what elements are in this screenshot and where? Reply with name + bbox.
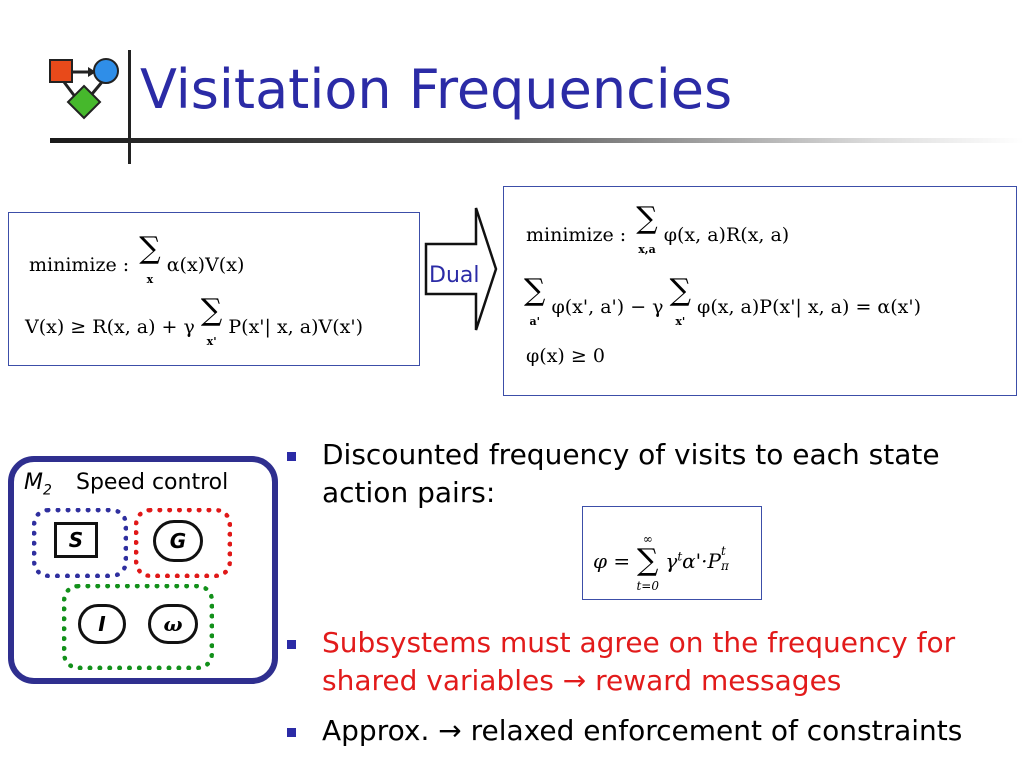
group-s-outline: [32, 508, 128, 578]
m2-label-subscript: 2: [42, 482, 52, 499]
logo-icon: [49, 58, 119, 120]
phi-p-exponent: t: [720, 544, 726, 558]
dual-constraint-part-a: φ(x', a') − γ: [551, 296, 664, 318]
dual-label: Dual: [429, 263, 480, 288]
bullet-marker: [287, 728, 296, 737]
m2-label-letter: M: [24, 470, 43, 495]
title-vertical-rule: [128, 50, 131, 164]
sum-index: x': [206, 335, 217, 348]
title-horizontal-rule: [50, 138, 1024, 143]
bullet-marker: [287, 640, 296, 649]
bullet-text-2: Subsystems must agree on the frequency f…: [322, 626, 956, 697]
group-g-outline: [134, 508, 232, 578]
primal-objective: minimize : ∑ x α(x)V(x): [29, 231, 244, 288]
page-title: Visitation Frequencies: [140, 58, 733, 121]
dual-objective-term: φ(x, a)R(x, a): [663, 224, 790, 246]
sum-index: x': [675, 315, 686, 328]
primal-constraint-left: V(x) ≥ R(x, a) + γ: [25, 316, 195, 338]
m2-title: Speed control: [76, 470, 229, 495]
phi-p-subscript: π: [720, 559, 729, 573]
node-s: S: [54, 522, 98, 558]
bullet-text-3: Approx. → relaxed enforcement of constra…: [322, 714, 963, 747]
primal-objective-word: minimize :: [29, 254, 130, 276]
primal-formula-box: minimize : ∑ x α(x)V(x) V(x) ≥ R(x, a) +…: [8, 212, 420, 366]
group-i-omega-outline: [62, 584, 214, 670]
sum-index: a': [529, 315, 540, 328]
bullet-marker: [287, 452, 296, 461]
sum-symbol: ∑: [636, 201, 658, 236]
sum-lower: t=0: [636, 579, 659, 593]
sum-symbol: ∑: [139, 231, 161, 266]
primal-objective-term: α(x)V(x): [166, 254, 245, 276]
sum-index: x: [146, 273, 154, 286]
node-omega: ω: [148, 604, 198, 644]
dual-arrow-icon: [424, 207, 498, 331]
m2-label: M2: [24, 470, 52, 498]
dual-constraint: ∑ a' φ(x', a') − γ ∑ x' φ(x, a)P(x'| x, …: [524, 273, 921, 330]
dual-nonnegativity: φ(x) ≥ 0: [526, 345, 605, 367]
dual-objective-word: minimize :: [526, 224, 627, 246]
sum-symbol: ∑: [524, 273, 546, 308]
node-g: G: [153, 520, 203, 562]
primal-constraint-right: P(x'| x, a)V(x'): [228, 316, 363, 338]
phi-gamma: γ: [665, 549, 678, 573]
sum-symbol: ∑: [200, 293, 223, 328]
dual-formula-box: minimize : ∑ x,a φ(x, a)R(x, a) ∑ a' φ(x…: [503, 186, 1017, 396]
phi-gamma-exponent: t: [677, 549, 683, 564]
primal-constraint: V(x) ≥ R(x, a) + γ ∑ x' P(x'| x, a)V(x'): [25, 293, 363, 350]
sum-upper: ∞: [642, 532, 653, 546]
sum-symbol: ∑: [669, 273, 691, 308]
dual-constraint-part-b: φ(x, a)P(x'| x, a) = α(x'): [697, 296, 922, 318]
sum-symbol: ∑: [637, 543, 659, 578]
node-i: I: [78, 604, 126, 644]
dual-objective: minimize : ∑ x,a φ(x, a)R(x, a): [526, 201, 789, 258]
phi-rest: α'·P: [682, 549, 721, 573]
bullet-text-1: Discounted frequency of visits to each s…: [322, 438, 940, 509]
phi-lhs: φ =: [593, 549, 631, 573]
sum-index: x,a: [638, 243, 656, 256]
